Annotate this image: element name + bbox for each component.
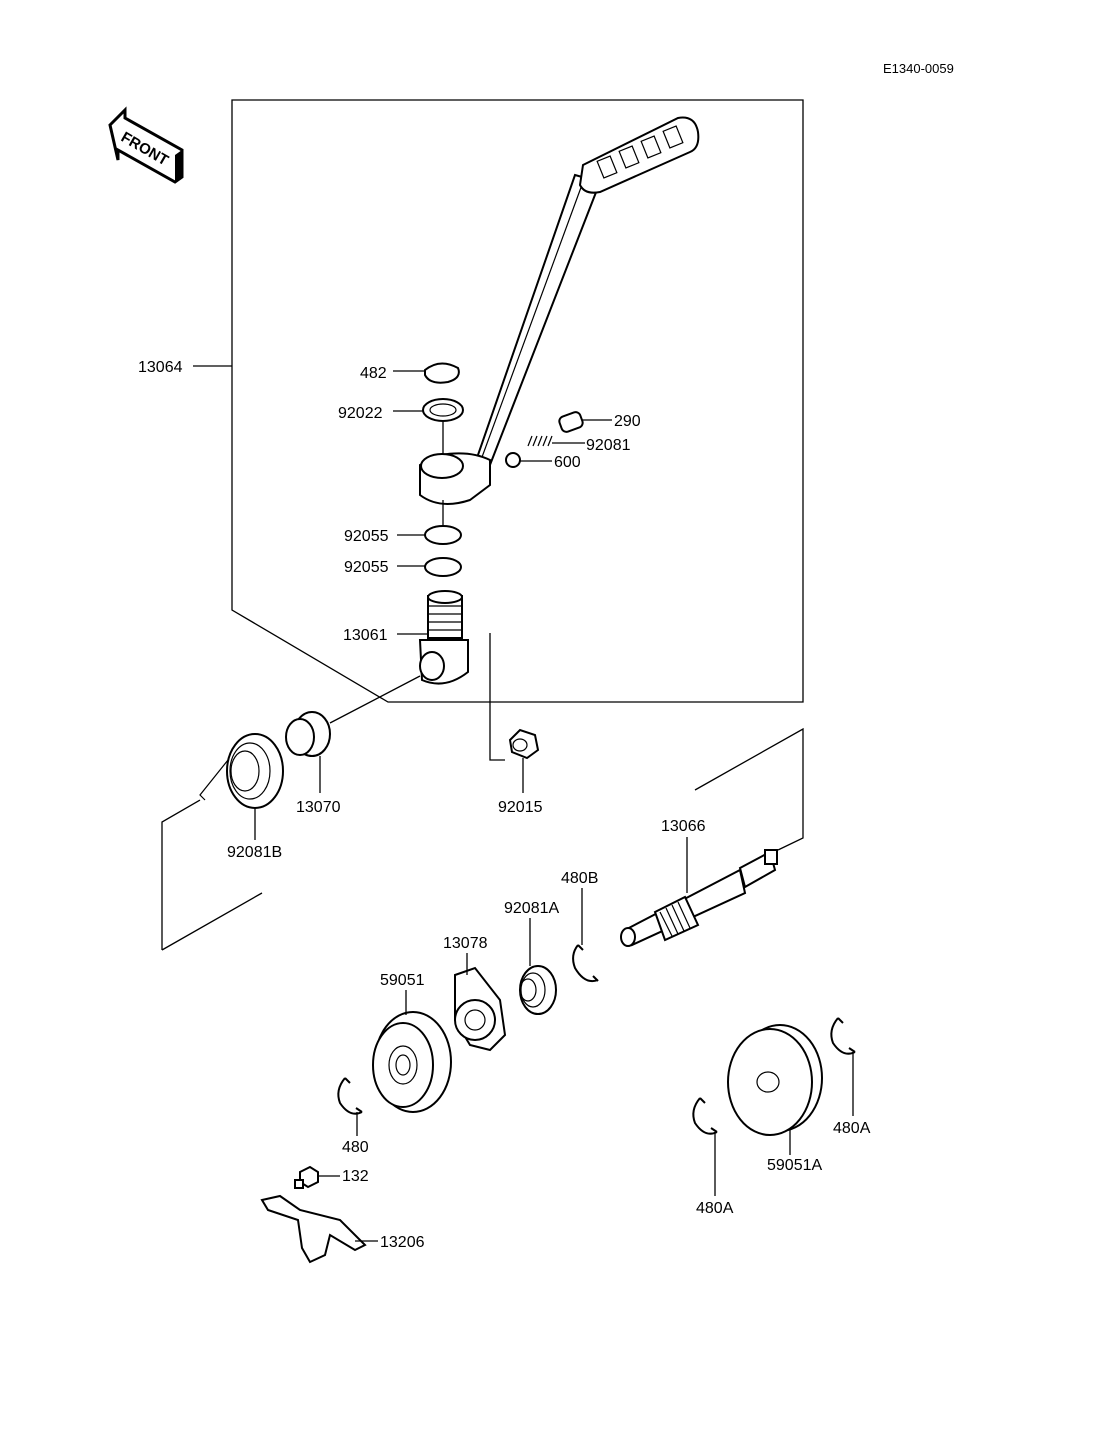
label-92081: 92081 [586,437,631,454]
assembly-line-nut [489,633,505,761]
assembly-line-left [161,799,263,951]
front-arrow-icon: FRONT [108,106,184,184]
spring-92081A [519,965,557,1015]
label-59051: 59051 [380,972,425,989]
diagram-code: E1340-0059 [883,61,954,76]
gear-59051A [727,1024,823,1136]
circlip-480A-bottom [692,1097,718,1135]
label-482: 482 [360,365,387,382]
label-92015: 92015 [498,799,543,816]
ball-600 [505,452,521,468]
label-13061: 13061 [343,627,388,644]
label-92055-upper: 92055 [344,528,389,545]
assembly-line-shaft [694,727,804,851]
plug-290 [558,411,584,433]
circlip-482 [424,362,460,384]
washer-92022 [422,398,464,422]
label-92022: 92022 [338,405,383,422]
gear-59051 [372,1011,452,1113]
label-132: 132 [342,1168,369,1185]
label-290: 290 [614,413,641,430]
o-ring-92055-upper [424,525,462,545]
kick-shaft-boss-13061 [418,590,469,685]
collar-13070 [285,711,331,757]
assembly-outline [231,99,804,703]
label-92081A: 92081A [504,900,559,917]
circlip-480B [572,944,599,983]
label-480A-bottom: 480A [696,1200,734,1217]
ratchet-13078 [454,966,507,1052]
guide-13206 [260,1194,367,1264]
spring-92081 [527,435,553,447]
nut-92015 [508,728,540,760]
return-spring-92081B [199,733,284,809]
label-92055-lower: 92055 [344,559,389,576]
label-59051A: 59051A [767,1157,822,1174]
label-13066: 13066 [661,818,706,835]
label-480A-right: 480A [833,1120,871,1137]
bolt-132 [294,1165,319,1189]
leader-lines [193,365,854,1242]
label-480B: 480B [561,870,598,887]
label-480: 480 [342,1139,369,1156]
circlip-480 [337,1077,363,1115]
kick-pedal-lever [419,116,700,505]
kick-shaft-13066 [620,849,778,947]
o-ring-92055-lower [424,557,462,577]
circlip-480A-right [830,1017,856,1055]
label-13064: 13064 [138,359,183,376]
label-600: 600 [554,454,581,471]
label-92081B: 92081B [227,844,282,861]
assembly-line-spring [329,675,421,724]
label-13206: 13206 [380,1234,425,1251]
label-13070: 13070 [296,799,341,816]
label-13078: 13078 [443,935,488,952]
